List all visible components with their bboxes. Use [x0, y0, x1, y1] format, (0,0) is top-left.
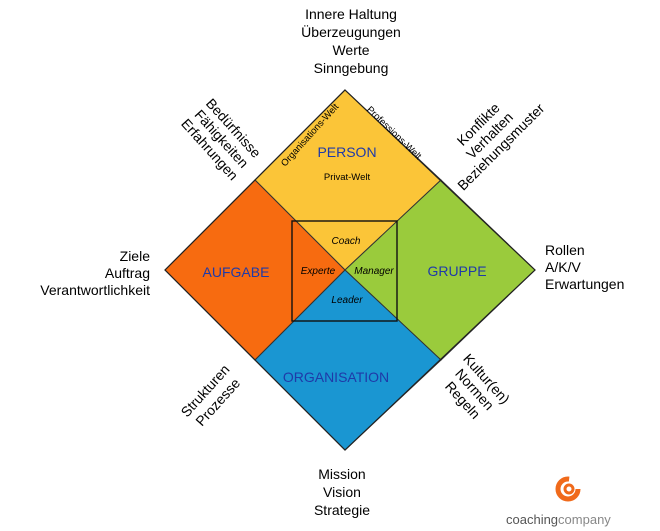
outer-left-3: Verantwortlichkeit [40, 282, 150, 298]
outer-bottom-3: Strategie [314, 502, 370, 518]
outer-top-right-labels: Konflikte Verhalten Beziehungsmuster [454, 99, 548, 193]
brand-wordmark: coachingcompany [506, 512, 611, 527]
person-title: PERSON [317, 144, 376, 160]
outer-bottom-labels: Mission Vision Strategie [314, 466, 370, 518]
brand-part-2: company [558, 512, 611, 527]
coach-label: Coach [332, 236, 361, 247]
outer-left-2: Auftrag [105, 265, 150, 281]
experte-label: Experte [301, 266, 336, 277]
outer-bottom-left-labels: Strukturen Prozesse [177, 361, 243, 429]
outer-left-1: Ziele [120, 248, 151, 264]
manager-label: Manager [354, 266, 394, 277]
leader-label: Leader [331, 295, 363, 306]
outer-bottom-2: Vision [323, 484, 361, 500]
outer-right-1: Rollen [545, 242, 585, 258]
outer-top-2: Überzeugungen [301, 23, 401, 40]
outer-bottom-right-labels: Kultur(en) Normen Regeln [442, 350, 513, 421]
swirl-logo-icon [555, 476, 581, 502]
outer-top-4: Sinngebung [314, 60, 389, 76]
outer-right-2: A/K/V [545, 259, 581, 275]
outer-top-left-labels: Bedürfnisse Fähigkeiten Erfahrungen [178, 95, 264, 183]
diamond-outline [164, 89, 536, 451]
gruppe-title: GRUPPE [427, 263, 486, 279]
outer-right-3: Erwartungen [545, 276, 624, 292]
outer-bottom-1: Mission [318, 466, 365, 482]
privat-welt-label: Privat-Welt [324, 172, 371, 183]
outer-top-3: Werte [332, 42, 369, 58]
brand-part-1: coaching [506, 512, 558, 527]
outer-top-labels: Innere Haltung Überzeugungen Werte Sinng… [301, 6, 401, 76]
outer-top-1: Innere Haltung [305, 6, 397, 22]
outer-right-labels: Rollen A/K/V Erwartungen [545, 242, 624, 292]
center-box [291, 220, 398, 322]
aufgabe-title: AUFGABE [203, 264, 270, 280]
outer-left-labels: Ziele Auftrag Verantwortlichkeit [40, 248, 150, 298]
organisation-title: ORGANISATION [283, 369, 389, 385]
